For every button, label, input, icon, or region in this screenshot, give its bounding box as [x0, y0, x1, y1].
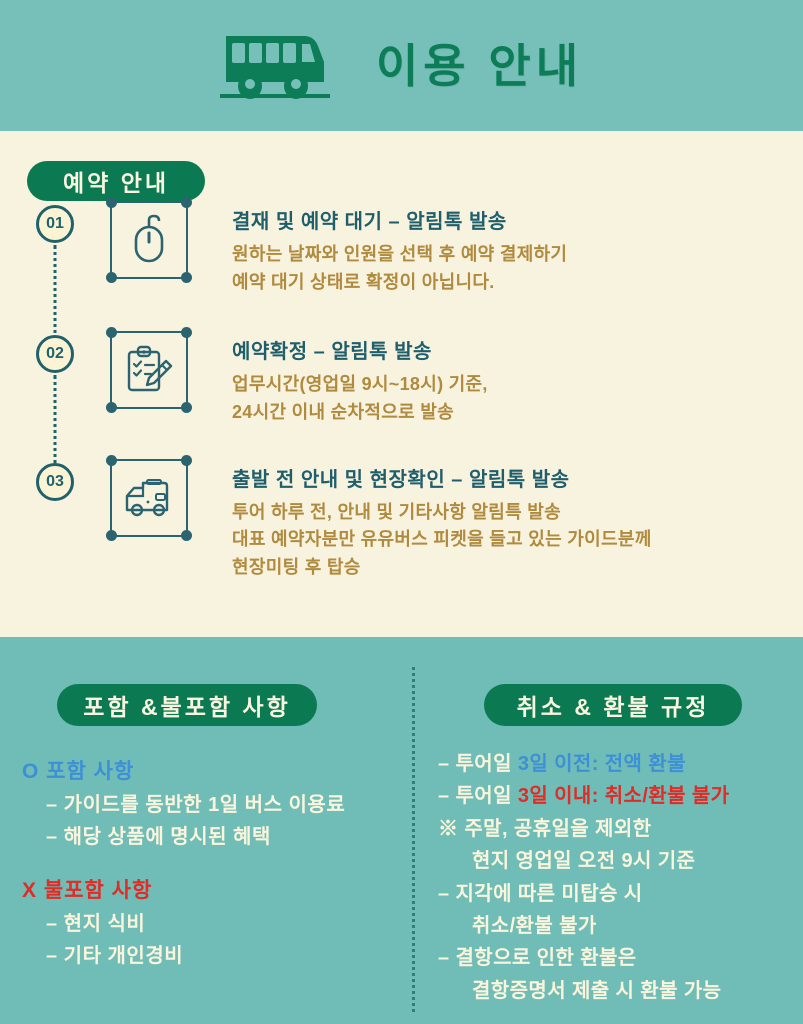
- cancellation-line: – 결항으로 인한 환불은: [438, 947, 637, 970]
- excluded-item: – 기타 개인경비: [46, 945, 184, 968]
- step-number-badge: 02: [36, 334, 74, 373]
- badge-cancellation-refund: 취소 & 환불 규정: [484, 684, 742, 726]
- step-text-block: 출발 전 안내 및 현장확인 – 알림톡 발송 투어 하루 전, 안내 및 기타…: [188, 463, 652, 583]
- corner-dot-icon: [106, 272, 117, 283]
- step-line: 투어 하루 전, 안내 및 기타사항 알림특 발송: [232, 501, 562, 522]
- step-text-block: 예약확정 – 알림톡 발송 업무시간(영업일 9시~18시) 기준, 24시간 …: [188, 335, 488, 427]
- cancellation-column: – 투어일 3일 이전: 전액 환불 – 투어일 3일 이내: 취소/환불 불가…: [420, 748, 803, 1007]
- step-line: 24시간 이내 순차적으로 발송: [232, 401, 454, 422]
- included-item: – 가이드를 동반한 1일 버스 이용료: [46, 794, 346, 816]
- cancellation-line: 취소/환불 불가: [472, 914, 597, 937]
- corner-dot-icon: [106, 401, 117, 413]
- cancellation-line: 현지 영업일 오전 9시 기준: [472, 850, 696, 873]
- step-icon-frame: [106, 326, 192, 413]
- bus-icon: [219, 35, 330, 99]
- included-heading: O 포함 사항: [22, 760, 135, 783]
- step-item: 03 출발 전 안내 및 현장확인 – 알림톡 발송: [0, 454, 803, 583]
- line-highlight: 3일 이내: 취소/환불 불가: [517, 785, 730, 808]
- step-item: 02: [0, 326, 803, 483]
- page-title: 이용 안내: [375, 39, 584, 92]
- step-number-badge: 03: [36, 462, 74, 501]
- corner-dot-icon: [106, 529, 117, 541]
- computer-mouse-icon: [134, 214, 164, 263]
- excluded-heading: X 불포함 사항: [22, 878, 153, 902]
- step-marker: 02: [0, 334, 110, 483]
- step-item: 01 결재 및 예약 대기 – 알림톡 발송 원하는 날짜와 인원을 선택 후 …: [0, 197, 803, 353]
- step-text-block: 결재 및 예약 대기 – 알림톡 발송 원하는 날짜와 인원을 선택 후 예약 …: [188, 205, 567, 297]
- column-divider: [412, 667, 415, 1012]
- line-prefix: – 투어일: [438, 785, 518, 808]
- step-icon-frame: [106, 454, 192, 541]
- line-prefix: – 투어일: [438, 753, 518, 775]
- cancellation-line: 결항증명서 제출 시 환불 가능: [472, 979, 722, 1002]
- inclusion-column: O 포함 사항 – 가이드를 동반한 1일 버스 이용료 – 해당 상품에 명시…: [0, 755, 410, 973]
- corner-dot-icon: [181, 197, 192, 208]
- step-connector-line: [53, 374, 57, 483]
- step-title: 결재 및 예약 대기 – 알림톡 발송: [232, 211, 507, 233]
- corner-dot-icon: [106, 197, 117, 208]
- included-item: – 해당 상품에 명시된 혜택: [46, 826, 271, 849]
- cancellation-line: – 투어일 3일 이전: 전액 환불: [420, 748, 803, 780]
- corner-dot-icon: [181, 454, 192, 466]
- step-title: 출발 전 안내 및 현장확인 – 알림톡 발송: [232, 468, 570, 491]
- step-line: 대표 예약자분만 유유버스 피켓을 들고 있는 가이드분께: [232, 529, 652, 550]
- corner-dot-icon: [106, 454, 117, 466]
- step-connector-line: [53, 245, 57, 353]
- step-marker: 03: [0, 462, 110, 501]
- badge-inclusion-exclusion: 포함 &불포함 사항: [57, 684, 317, 726]
- spacer: [0, 854, 410, 874]
- corner-dot-icon: [181, 401, 192, 413]
- step-line: 원하는 날짜와 인원을 선택 후 예약 결제하기: [232, 244, 568, 264]
- cancellation-line: – 지각에 따른 미탑승 시: [438, 882, 643, 905]
- excluded-item: – 현지 식비: [46, 912, 146, 935]
- camper-van-icon: [125, 478, 169, 516]
- corner-dot-icon: [181, 326, 192, 338]
- cancellation-line: – 투어일 3일 이내: 취소/환불 불가: [420, 780, 803, 812]
- step-line: 현장미팅 후 탑승: [232, 557, 361, 578]
- reservation-panel: [0, 131, 803, 637]
- corner-dot-icon: [181, 529, 192, 541]
- corner-dot-icon: [181, 272, 192, 283]
- step-line: 예약 대기 상태로 확정이 아닙니다.: [232, 271, 495, 292]
- step-marker: 01: [0, 205, 110, 353]
- step-title: 예약확정 – 알림톡 발송: [232, 340, 432, 363]
- step-line: 업무시간(영업일 9시~18시) 기준,: [232, 373, 488, 394]
- clipboard-checklist-pencil-icon: [127, 345, 173, 391]
- corner-dot-icon: [106, 326, 117, 338]
- steps-list: 01 결재 및 예약 대기 – 알림톡 발송 원하는 날짜와 인원을 선택 후 …: [0, 197, 803, 583]
- line-highlight: 3일 이전: 전액 환불: [517, 753, 686, 775]
- cancellation-line: ※ 주말, 공휴일을 제외한: [438, 817, 652, 840]
- step-number-badge: 01: [36, 205, 74, 243]
- header-banner: 이용 안내: [0, 0, 803, 131]
- badge-reservation-guide: 예약 안내: [27, 161, 205, 201]
- bottom-section: [0, 637, 803, 1024]
- step-icon-frame: [106, 197, 192, 283]
